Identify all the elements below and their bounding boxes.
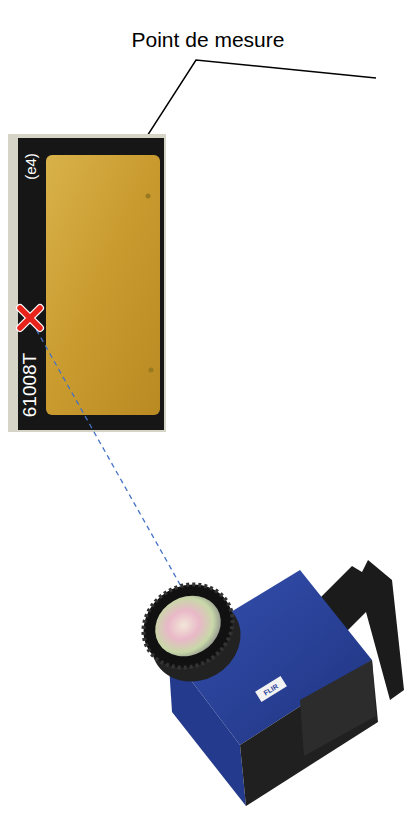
- camera-panel: [240, 660, 378, 806]
- screw-hole: [146, 194, 151, 199]
- lens-glass: [144, 584, 232, 668]
- heat-sink: [300, 660, 376, 756]
- plate-body: [18, 138, 164, 430]
- sample-plate: [8, 134, 166, 432]
- gold-coating: [46, 155, 160, 415]
- sight-line: [32, 322, 182, 588]
- lens-ring: [128, 568, 248, 683]
- thermal-camera: [128, 560, 404, 806]
- callout-label: Point de mesure: [132, 28, 285, 52]
- brand-sticker: [255, 676, 287, 702]
- screw-hole: [149, 368, 154, 373]
- plate-edge: [8, 134, 166, 432]
- measure-cross: [20, 308, 40, 328]
- plate-reference: 61008T: [19, 353, 41, 417]
- plate-marking: (e4): [21, 153, 38, 180]
